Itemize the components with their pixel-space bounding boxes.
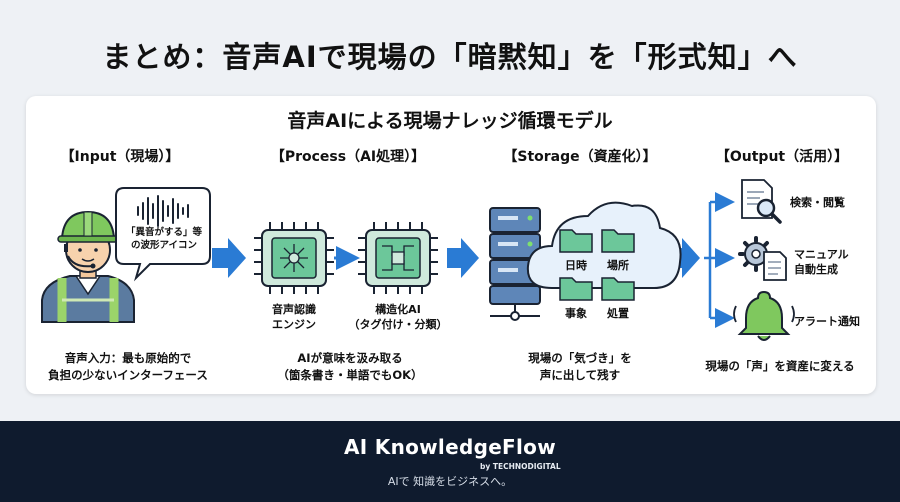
chip2-label-line1: 構造化AI [375,303,421,316]
flow-arrow-1 [212,238,246,278]
folder-icon-event [559,277,593,301]
page-title: まとめ：音声AIで現場の「暗黙知」を「形式知」へ [102,40,798,74]
brand-logo: AI KnowledgeFlow [344,435,556,459]
output-caption: 現場の「声」を資産に変える [705,359,855,373]
folder-icon-datetime [559,229,593,253]
output-manual-label-line2: 自動生成 [794,263,838,276]
folder-icon-action [601,277,635,301]
brand-tagline: AIで 知識をビジネスへ。 [387,475,513,488]
waveform-icon [137,195,189,227]
speech-bubble [115,187,211,282]
input-caption-line2: 負担の少ないインターフェース [48,368,208,382]
chip1-label-line2: エンジン [272,318,316,331]
folder-icon-location [601,229,635,253]
flow-arrow-2 [447,238,479,278]
search-document-icon [741,179,782,224]
output-branch [704,192,735,328]
output-manual-label-line1: マニュアル [794,248,849,261]
input-caption-line1: 音声入力：最も原始的で [64,351,192,365]
tag-location: 場所 [607,259,629,272]
process-header: 【Process（AI処理）】 [270,149,426,165]
storage-header: 【Storage（資産化）】 [503,149,657,165]
output-alert-label: アラート通知 [794,315,860,328]
alert-bell-icon [733,290,795,341]
process-caption-line2: （箇条書き・単語でもOK） [277,368,423,382]
server-rack-icon [489,207,541,321]
storage-caption-line1: 現場の「気づき」を [528,351,632,365]
footer-bar [0,421,900,502]
output-header: 【Output（活用）】 [715,149,849,165]
tag-event: 事象 [565,307,587,320]
worker-icon [41,210,135,323]
structuring-ai-chip-icon [358,222,438,294]
brand-byline: by TECHNODIGITAL [480,462,561,471]
output-search-label: 検索・閲覧 [790,196,845,209]
model-title: 音声AIによる現場ナレッジ循環モデル [287,110,613,132]
gear-document-icon [738,236,787,281]
input-header: 【Input（現場）】 [60,149,180,165]
storage-caption-line2: 声に出して残す [539,368,621,382]
chip2-label-line2: （タグ付け・分類） [348,318,448,331]
tag-datetime: 日時 [565,259,587,272]
chip1-label-line1: 音声認識 [272,303,316,316]
tag-action: 処置 [607,307,629,320]
bubble-label: 「異音がする」等の波形アイコン [125,227,202,251]
speech-recognition-chip-icon [254,222,334,294]
process-caption-line1: AIが意味を汲み取る [297,351,403,365]
